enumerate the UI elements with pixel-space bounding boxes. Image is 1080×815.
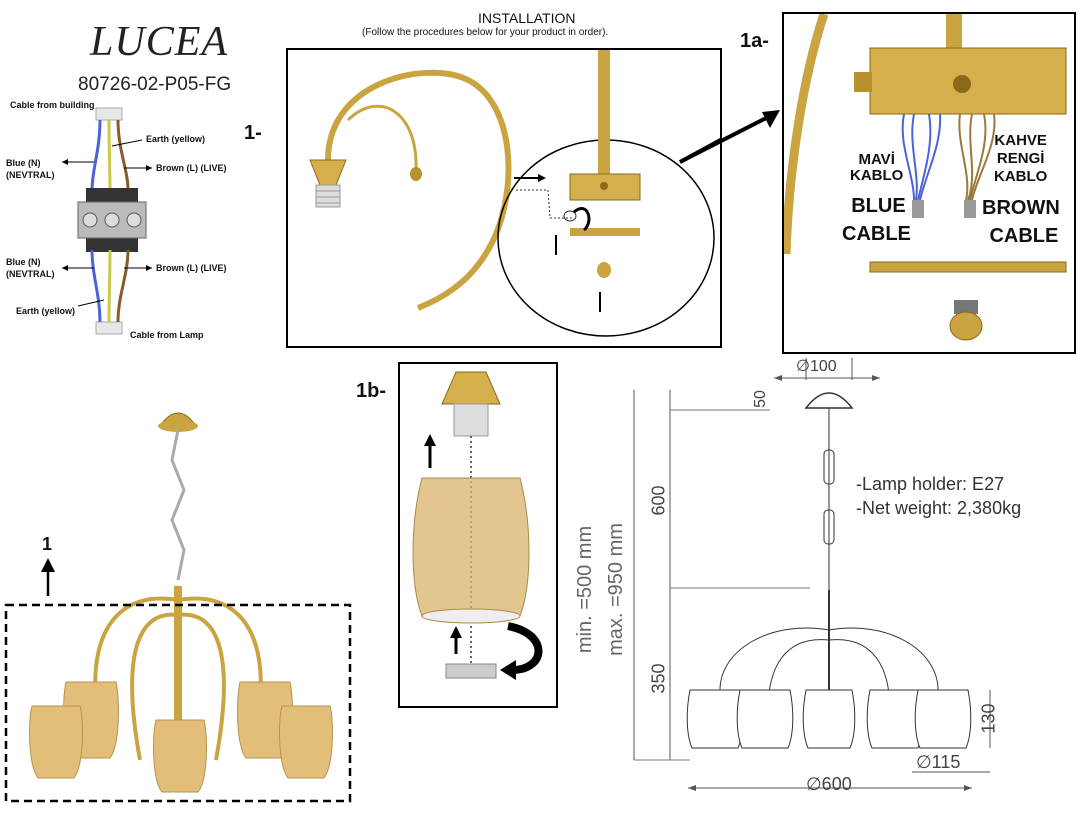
- dim-total-diameter: ∅600: [806, 774, 852, 794]
- dim-shade-height: 130: [978, 703, 999, 734]
- wiring-diagram: Cable from building Earth (yellow) Blue …: [0, 100, 250, 350]
- wire-label-earth-bottom: Earth (yellow): [16, 306, 76, 316]
- cable-label-brown-1: BROWN: [982, 197, 1060, 219]
- dim-canopy-diameter: ∅100: [796, 358, 837, 375]
- cable-label-mavi-2: KABLO: [850, 167, 904, 184]
- dim-min-height: min. =500 mm: [574, 525, 597, 654]
- cable-label-blue-1: BLUE: [851, 195, 906, 217]
- dim-body-height: 350: [648, 663, 669, 694]
- wire-label-blue-bottom: Blue (N): [6, 257, 41, 267]
- installation-title: INSTALLATION: [478, 10, 576, 26]
- wire-label-blue-top: Blue (N): [6, 158, 41, 168]
- cable-label-blue-2: CABLE: [842, 223, 911, 245]
- brand-logo: LUCEA: [90, 19, 229, 65]
- dim-shade-diameter: ∅115: [916, 752, 961, 772]
- step-1b-label: 1b-: [356, 380, 386, 402]
- arrow-to-detail-1a: [679, 110, 780, 164]
- technical-drawing: ∅100 50 600 min. =500 mm max. =950 mm 35…: [570, 350, 1080, 810]
- step-1-label: 1-: [244, 122, 262, 144]
- step-1-panel: [286, 48, 777, 348]
- cable-label-kahve-1: KAHVE: [994, 132, 1047, 149]
- dim-canopy-height: 50: [751, 390, 769, 408]
- cable-label-kahve-2: RENGİ: [996, 150, 1045, 167]
- wire-label-neutral-bottom: (NEVTRAL): [6, 269, 55, 279]
- wire-label-brown-bottom: Brown (L) (LIVE): [156, 263, 227, 273]
- wire-label-cable-from-building: Cable from building: [10, 100, 95, 110]
- wire-label-cable-from-lamp: Cable from Lamp: [130, 330, 204, 340]
- step-1b-panel: [398, 362, 558, 708]
- wire-label-earth-top: Earth (yellow): [146, 134, 206, 144]
- dim-max-height: max. =950 mm: [604, 523, 627, 656]
- photo-step-marker: 1: [42, 534, 53, 554]
- cable-label-kahve-3: KABLO: [994, 168, 1048, 185]
- spec-lamp-holder: -Lamp holder: E27: [856, 474, 1005, 494]
- step-1a-label: 1a-: [740, 30, 769, 52]
- model-code: 80726-02-P05-FG: [78, 74, 232, 95]
- cable-label-brown-2: CABLE: [989, 225, 1059, 247]
- wire-label-neutral-top: (NEVTRAL): [6, 170, 55, 180]
- step-1a-panel: MAVİ KABLO BLUE CABLE KAHVE RENGİ KABLO …: [781, 12, 1076, 354]
- wire-label-brown-top: Brown (L) (LIVE): [156, 163, 227, 173]
- installation-subtitle: (Follow the procedures below for your pr…: [362, 27, 609, 38]
- dim-chain-length: 600: [648, 485, 669, 516]
- cable-label-mavi-1: MAVİ: [858, 151, 895, 168]
- spec-net-weight: -Net weight: 2,380kg: [856, 498, 1022, 518]
- product-photo: 1: [0, 400, 360, 810]
